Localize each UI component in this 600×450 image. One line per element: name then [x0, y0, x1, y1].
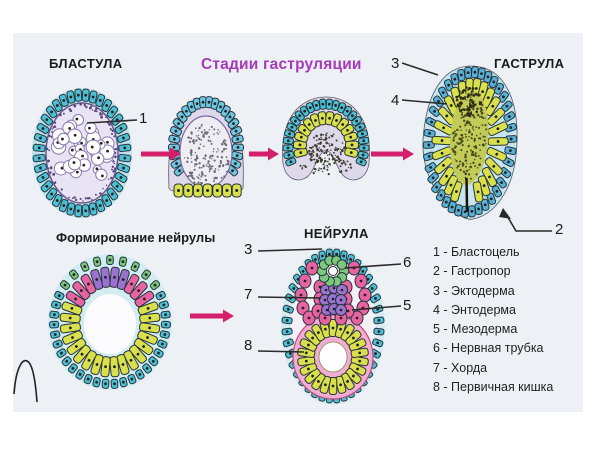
- callout-5-mesoderm: 5: [403, 297, 412, 314]
- callout-3-ectoderm-gastrula: 3: [391, 55, 400, 72]
- blastula-title: БЛАСТУЛА: [49, 56, 123, 71]
- neurula-formation-title: Формирование нейрулы: [56, 230, 216, 245]
- legend-item: 3 - Эктодерма: [433, 283, 515, 298]
- legend-item: 8 - Первичная кишка: [433, 380, 554, 395]
- callout-7-chorda: 7: [244, 286, 253, 303]
- legend-item: 5 - Мезодерма: [433, 322, 518, 337]
- callout-4-entoderm-gastrula: 4: [391, 92, 400, 109]
- invagination-figure: [282, 96, 370, 181]
- legend-item: 1 - Бластоцель: [433, 245, 520, 259]
- legend-item: 4 - Энтодерма: [433, 302, 516, 317]
- legend-item: 2 - Гастропор: [433, 264, 511, 279]
- callout-8-primary-gut: 8: [244, 337, 253, 354]
- legend-item: 7 - Хорда: [433, 360, 488, 375]
- neurula-formation-figure: [48, 254, 172, 390]
- early-gastrula-figure: [167, 96, 245, 198]
- callout-2-gastropore: 2: [555, 221, 564, 238]
- pen-sketch-arc: [13, 359, 38, 403]
- neurula-title: НЕЙРУЛА: [304, 226, 369, 241]
- callout-6-neural-tube: 6: [403, 254, 412, 271]
- callout-1-blastocoel: 1: [139, 110, 148, 127]
- gastrula-figure: [422, 65, 518, 220]
- page-title: Стадии гаструляции: [201, 56, 362, 73]
- callout-3-ectoderm-neurula: 3: [244, 241, 253, 258]
- neurula-figure: [281, 247, 385, 405]
- gastrula-title: ГАСТРУЛА: [494, 56, 565, 71]
- blastula-figure: [32, 88, 132, 218]
- callout-lines: [86, 62, 552, 353]
- legend: 1 - Бластоцель 2 - Гастропор 3 - Эктодер…: [433, 243, 553, 397]
- stage-arrows: [141, 147, 414, 323]
- legend-item: 6 - Нервная трубка: [433, 341, 544, 356]
